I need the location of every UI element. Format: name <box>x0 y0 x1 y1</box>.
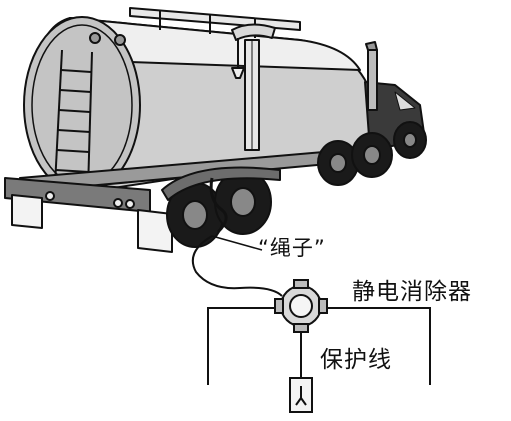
hanging-chain <box>209 177 228 234</box>
drive-wheels <box>317 121 427 186</box>
end-cap-bolt <box>89 32 101 44</box>
ground-plug <box>289 377 313 413</box>
static-eliminator-label: 静电消除器 <box>352 279 472 305</box>
rear-wheels <box>166 169 272 248</box>
rope-leader-line <box>211 235 263 251</box>
exhaust-stack <box>367 49 378 111</box>
protective-wire-label: 保护线 <box>320 347 392 373</box>
tanker-truck <box>4 7 427 253</box>
end-cap-bolt <box>114 34 126 46</box>
frame-right <box>322 307 431 385</box>
frame-left <box>207 307 280 385</box>
rope-label: “绳子” <box>258 236 326 260</box>
mud-flap-right <box>137 209 173 253</box>
mud-flap-left <box>11 194 43 229</box>
rope-line <box>191 235 283 297</box>
fill-hatch <box>231 23 276 41</box>
ladder <box>54 49 93 191</box>
static-eliminator <box>207 279 431 385</box>
